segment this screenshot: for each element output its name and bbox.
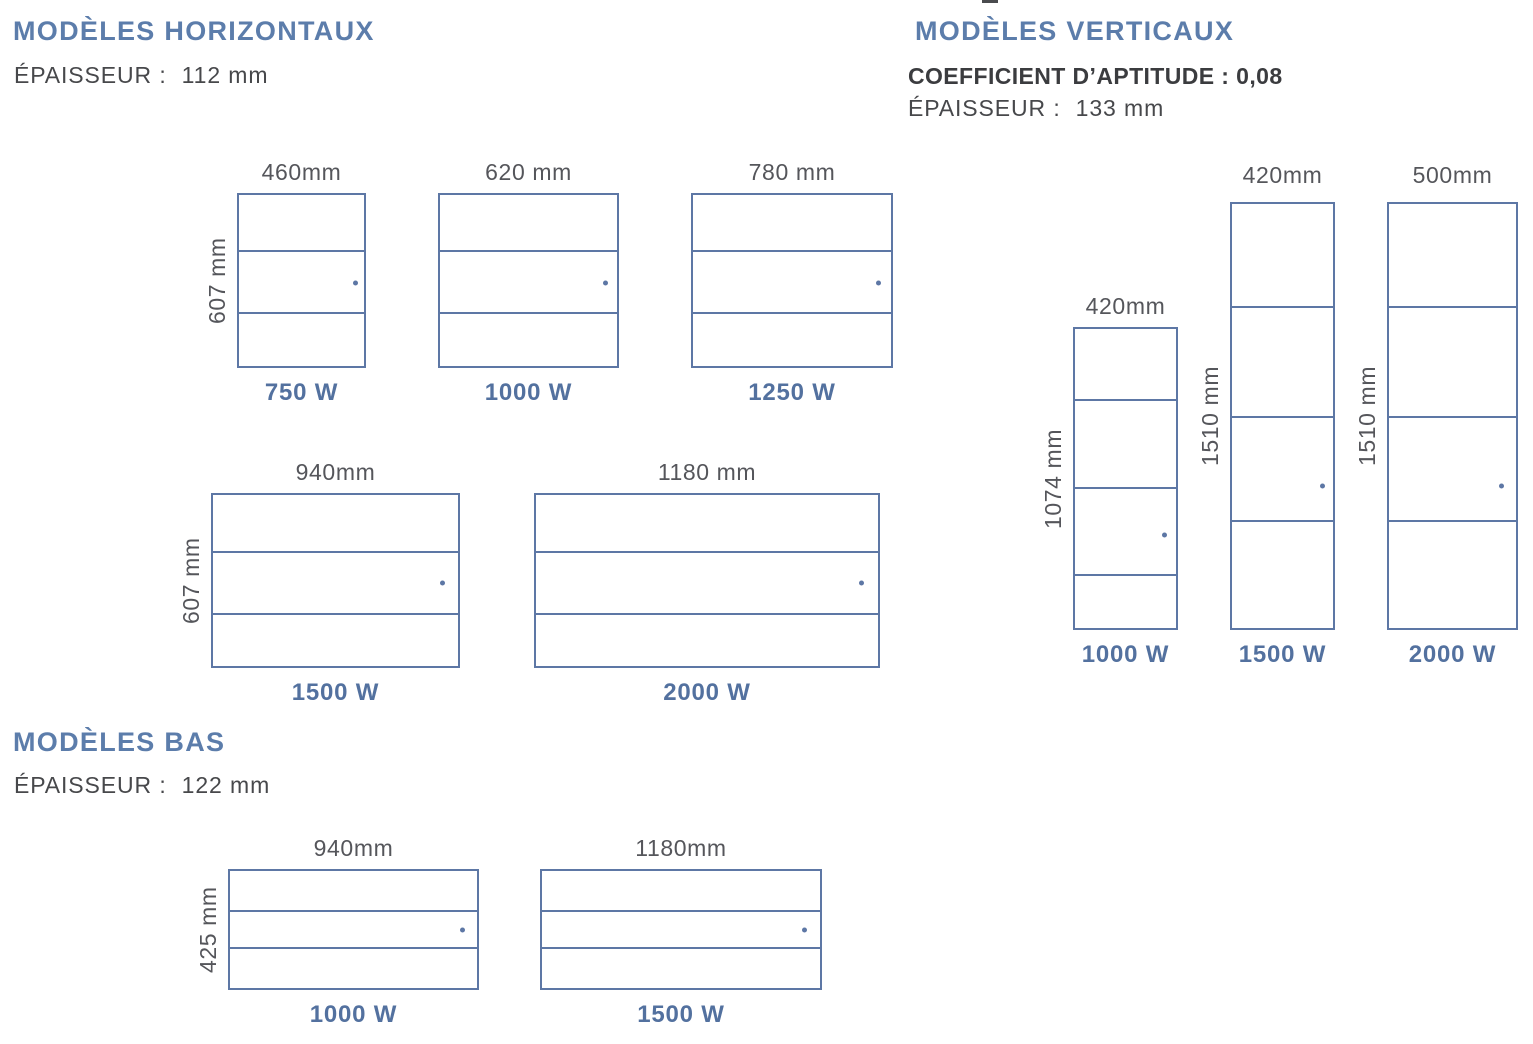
panel-divider (1075, 574, 1176, 577)
radiator-horizontal-2000w: 1180 mm 2000 W (534, 461, 880, 705)
wattage-label: 1000 W (484, 379, 573, 406)
width-dimension-label: 780 mm (748, 159, 836, 185)
indicator-dot (1320, 483, 1325, 489)
height-dimension-label: 1510 mm (1354, 365, 1380, 467)
indicator-dot (460, 927, 465, 932)
panel-divider (230, 947, 477, 950)
radiator-outline (1073, 327, 1178, 630)
section-title-vertical: MODÈLES VERTICAUX (915, 16, 1235, 46)
wattage-label: 1000 W (1081, 641, 1170, 668)
width-dimension-label: 460mm (261, 159, 342, 185)
wattage-label: 1250 W (748, 379, 836, 406)
thickness-label: ÉPAISSEUR : (14, 62, 167, 88)
panel-divider (542, 947, 820, 950)
radiator-low-1500w: 1180mm 1500 W (540, 837, 822, 1027)
wattage-label: 1500 W (1238, 641, 1327, 668)
radiator-outline (1230, 202, 1335, 630)
width-dimension-label: 940mm (313, 835, 394, 861)
radiator-horizontal-1000w: 620 mm 1000 W (438, 161, 619, 405)
indicator-dot (440, 580, 445, 586)
height-dimension-label: 607 mm (178, 537, 204, 624)
radiator-low-1000w: 940mm 425 mm 1000 W (195, 837, 479, 1027)
thickness-value: 133 mm (1075, 95, 1165, 121)
panel-divider (440, 249, 617, 252)
radiator-horizontal-750w: 460mm 607 mm 750 W (204, 161, 366, 405)
indicator-dot (802, 927, 807, 932)
panel-divider (536, 612, 878, 615)
radiator-vertical-1000w: 420mm 1074 mm 1000 W (1040, 295, 1178, 667)
panel-divider (213, 550, 458, 553)
wattage-label: 2000 W (1408, 641, 1497, 668)
radiator-outline (540, 869, 822, 990)
radiator-outline (691, 193, 893, 368)
radiator-outline (438, 193, 619, 368)
panel-divider (239, 249, 364, 252)
thickness-value: 122 mm (181, 772, 271, 798)
radiator-outline (237, 193, 366, 368)
radiator-vertical-1500w: 420mm 1510 mm 1500 W (1197, 164, 1335, 667)
wattage-label: 1500 W (291, 679, 380, 706)
wattage-label: 1500 W (637, 1001, 725, 1028)
panel-divider (542, 909, 820, 912)
height-dimension-label: 425 mm (195, 886, 221, 973)
panel-divider (230, 909, 477, 912)
panel-divider (1232, 416, 1333, 418)
panel-divider (1232, 519, 1333, 522)
thickness-row-horizontal: ÉPAISSEUR : 112 mm (14, 62, 268, 89)
panel-divider (536, 550, 878, 553)
indicator-dot (1162, 532, 1167, 538)
width-dimension-label: 620 mm (485, 159, 572, 185)
radiator-vertical-2000w: 500mm 1510 mm 2000 W (1354, 164, 1518, 667)
thickness-label: ÉPAISSEUR : (908, 95, 1061, 121)
panel-divider (239, 312, 364, 315)
panel-divider (1389, 519, 1516, 522)
indicator-dot (1499, 483, 1504, 489)
wattage-label: 750 W (264, 379, 339, 406)
width-dimension-label: 1180mm (635, 835, 727, 861)
coefficient-label: COEFFICIENT D’APTITUDE : 0,08 (908, 63, 1283, 89)
wattage-label: 1000 W (309, 1001, 398, 1028)
indicator-dot (876, 280, 881, 286)
width-dimension-label: 940mm (295, 459, 376, 485)
panel-divider (1389, 305, 1516, 308)
panel-divider (1232, 305, 1333, 308)
width-dimension-label: 420mm (1085, 293, 1166, 319)
panel-divider (440, 312, 617, 315)
panel-divider (693, 312, 891, 315)
width-dimension-label: 500mm (1412, 162, 1493, 188)
thickness-row-vertical: ÉPAISSEUR : 133 mm (908, 95, 1164, 122)
panel-divider (1075, 487, 1176, 490)
radiator-outline (228, 869, 479, 990)
width-dimension-label: 1180 mm (657, 459, 757, 485)
thickness-label: ÉPAISSEUR : (14, 772, 167, 798)
section-title-low: MODÈLES BAS (13, 727, 226, 757)
width-dimension-label: 420mm (1242, 162, 1323, 188)
panel-divider (693, 249, 891, 252)
thickness-row-low: ÉPAISSEUR : 122 mm (14, 772, 270, 799)
panel-divider (213, 612, 458, 615)
panel-divider (1389, 416, 1516, 418)
height-dimension-label: 1510 mm (1197, 365, 1223, 467)
radiator-outline (534, 493, 880, 668)
screenshot-edge-artifact (982, 0, 998, 3)
radiator-outline (1387, 202, 1518, 630)
radiator-outline (211, 493, 460, 668)
radiator-horizontal-1250w: 780 mm 1250 W (691, 161, 893, 405)
indicator-dot (603, 280, 608, 286)
wattage-label: 2000 W (663, 679, 751, 706)
height-dimension-label: 1074 mm (1040, 428, 1066, 529)
section-title-horizontal: MODÈLES HORIZONTAUX (13, 16, 375, 46)
panel-divider (1075, 399, 1176, 402)
indicator-dot (353, 280, 358, 286)
thickness-value: 112 mm (181, 62, 269, 88)
radiator-horizontal-1500w: 940mm 607 mm 1500 W (178, 461, 460, 705)
height-dimension-label: 607 mm (204, 237, 230, 324)
indicator-dot (859, 580, 864, 586)
